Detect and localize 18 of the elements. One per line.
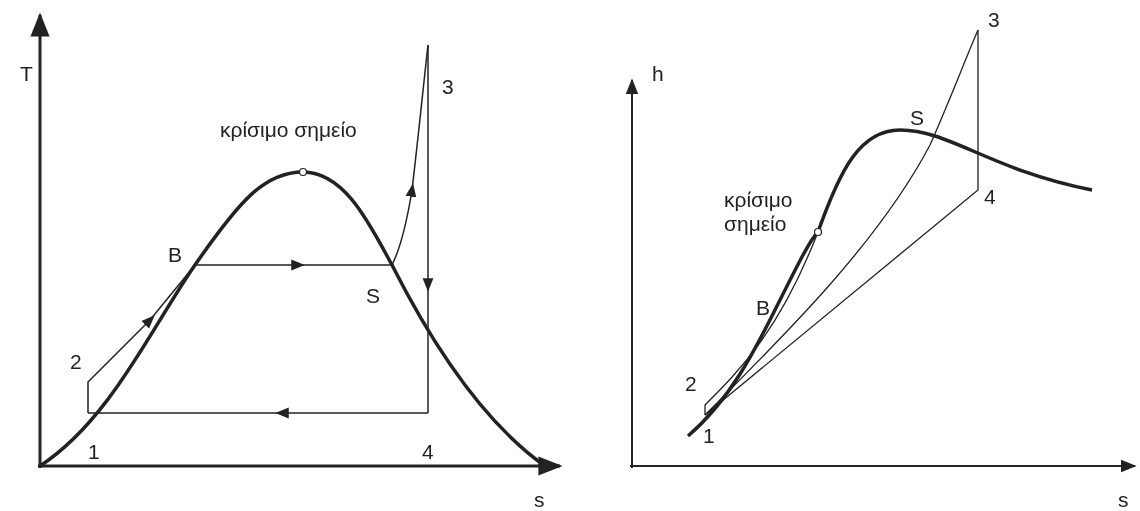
point-label: 3 [442, 75, 454, 100]
axis-label: T [20, 62, 33, 87]
point-label: S [366, 284, 380, 309]
point-label: 4 [422, 440, 434, 465]
point-label: 1 [703, 424, 715, 449]
point-label: B [756, 296, 770, 321]
point-label: 3 [988, 8, 1000, 33]
point-label: 2 [70, 350, 82, 375]
point-label: B [168, 243, 182, 268]
axis-label: s [1118, 488, 1129, 511]
point-label: 2 [685, 372, 697, 397]
point-label: 1 [88, 440, 100, 465]
point-label: 4 [984, 185, 996, 210]
point-label: S [910, 106, 924, 131]
axis-label: s [534, 488, 545, 511]
annotation-label: κρίσιμο σημείο [220, 118, 357, 143]
annotation-label: κρίσιμο σημείο [724, 188, 794, 237]
axis-label: h [652, 62, 664, 87]
